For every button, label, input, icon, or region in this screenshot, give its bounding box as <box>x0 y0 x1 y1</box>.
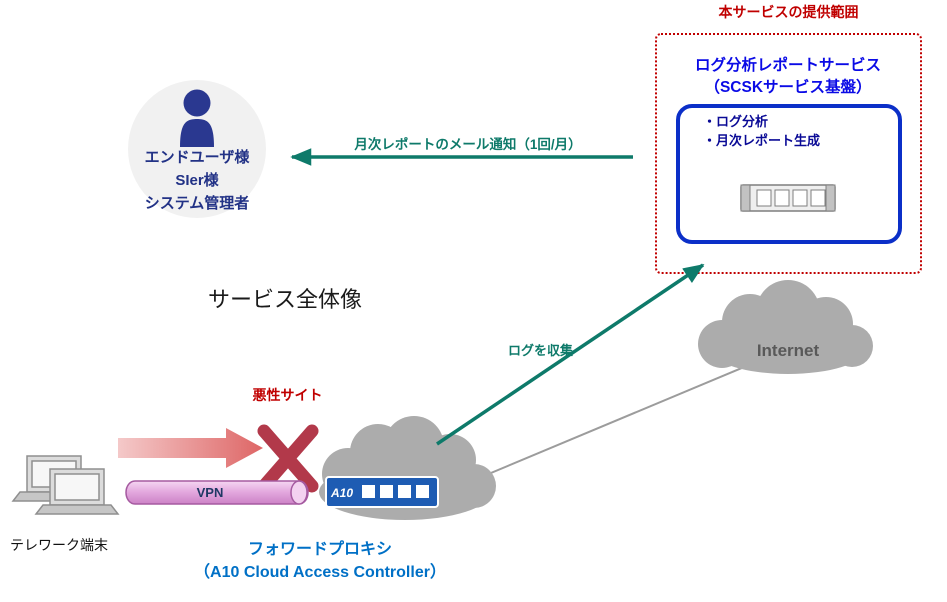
block-x-icon <box>257 424 319 493</box>
telework-endpoint-label: テレワーク端末 <box>10 537 108 553</box>
forward-proxy-label-line2: （A10 Cloud Access Controller） <box>194 564 446 581</box>
diagram-title: サービス全体像 <box>208 287 363 312</box>
user-avatar <box>128 80 266 218</box>
internet-label: Internet <box>756 341 820 360</box>
avatar-background-circle <box>128 80 266 218</box>
internet-cloud-icon <box>698 280 873 374</box>
log-collect-label: ログを収集 <box>508 343 574 358</box>
forward-proxy-label-line1: フォワードプロキシ <box>247 541 392 558</box>
user-label-sier: SIer様 <box>175 172 219 189</box>
scope-label: 本サービスの提供範囲 <box>718 4 859 20</box>
device-port <box>362 485 375 498</box>
attack-arrow <box>118 428 263 468</box>
server-icon <box>740 184 836 212</box>
a10-device: A10 <box>325 476 439 508</box>
log-collect-arrow <box>436 263 705 446</box>
user-label-enduser: エンドユーザ様 <box>144 149 250 166</box>
device-port <box>398 485 411 498</box>
vpn-label: VPN <box>196 485 224 500</box>
service-platform-box <box>676 104 902 244</box>
person-icon <box>180 89 214 147</box>
service-title-line2: （SCSKサービス基盤） <box>704 79 872 96</box>
service-title-line1: ログ分析レポートサービス <box>694 57 881 74</box>
service-scope-box <box>655 33 922 274</box>
internet-link-line <box>454 351 781 489</box>
laptop-icons <box>11 455 120 515</box>
malicious-site-label: 悪性サイト <box>252 387 323 403</box>
user-label-sysadmin: システム管理者 <box>144 195 250 212</box>
a10-device-label: A10 <box>330 486 353 500</box>
service-feature-log-analysis: ・ログ分析 <box>703 114 769 129</box>
vpn-tunnel <box>125 480 309 505</box>
service-feature-monthly-report: ・月次レポート生成 <box>703 133 821 148</box>
mail-notice-label: 月次レポートのメール通知（1回/月） <box>354 137 582 152</box>
device-port <box>416 485 429 498</box>
laptop-icon-front <box>34 468 120 515</box>
proxy-cloud-icon <box>319 416 496 520</box>
device-port <box>380 485 393 498</box>
